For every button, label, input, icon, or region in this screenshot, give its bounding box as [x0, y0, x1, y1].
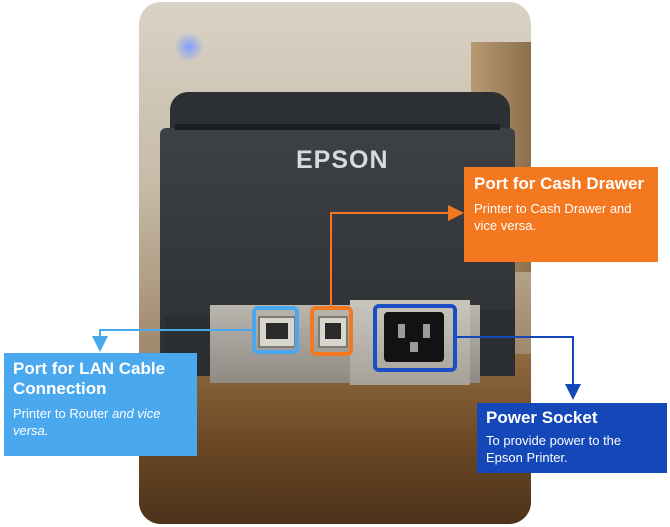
lan-port-highlight — [252, 306, 299, 354]
cash-drawer-port — [318, 316, 348, 348]
lan-connector — [92, 329, 252, 352]
lan-description-plain: Printer to Router — [13, 406, 112, 421]
power-title: Power Socket — [486, 408, 598, 427]
brand-logo: EPSON — [296, 146, 389, 174]
lan-port — [258, 316, 296, 348]
lan-description: Printer to Router and vice versa. — [13, 405, 188, 439]
lan-callout: Port for LAN Cable Connection Printer to… — [4, 353, 197, 456]
ceiling-light — [174, 32, 204, 62]
cash-drawer-title: Port for Cash Drawer — [474, 174, 645, 193]
power-connector — [457, 336, 581, 400]
lan-description-emphasis: and vice versa. — [13, 406, 161, 438]
power-socket — [384, 312, 444, 362]
cash-drawer-description: Printer to Cash Drawer and vice versa. — [474, 201, 632, 233]
cash-drawer-connector — [330, 205, 464, 306]
power-description: To provide power to the Epson Printer. — [486, 433, 622, 465]
paper-slot — [175, 124, 500, 130]
cash-drawer-callout: Port for Cash Drawer Printer to Cash Dra… — [464, 167, 658, 262]
cash-drawer-port-highlight — [310, 306, 353, 356]
power-callout: Power Socket To provide power to the Eps… — [477, 403, 667, 473]
lan-title: Port for LAN Cable Connection — [13, 359, 166, 398]
power-socket-highlight — [373, 304, 457, 372]
